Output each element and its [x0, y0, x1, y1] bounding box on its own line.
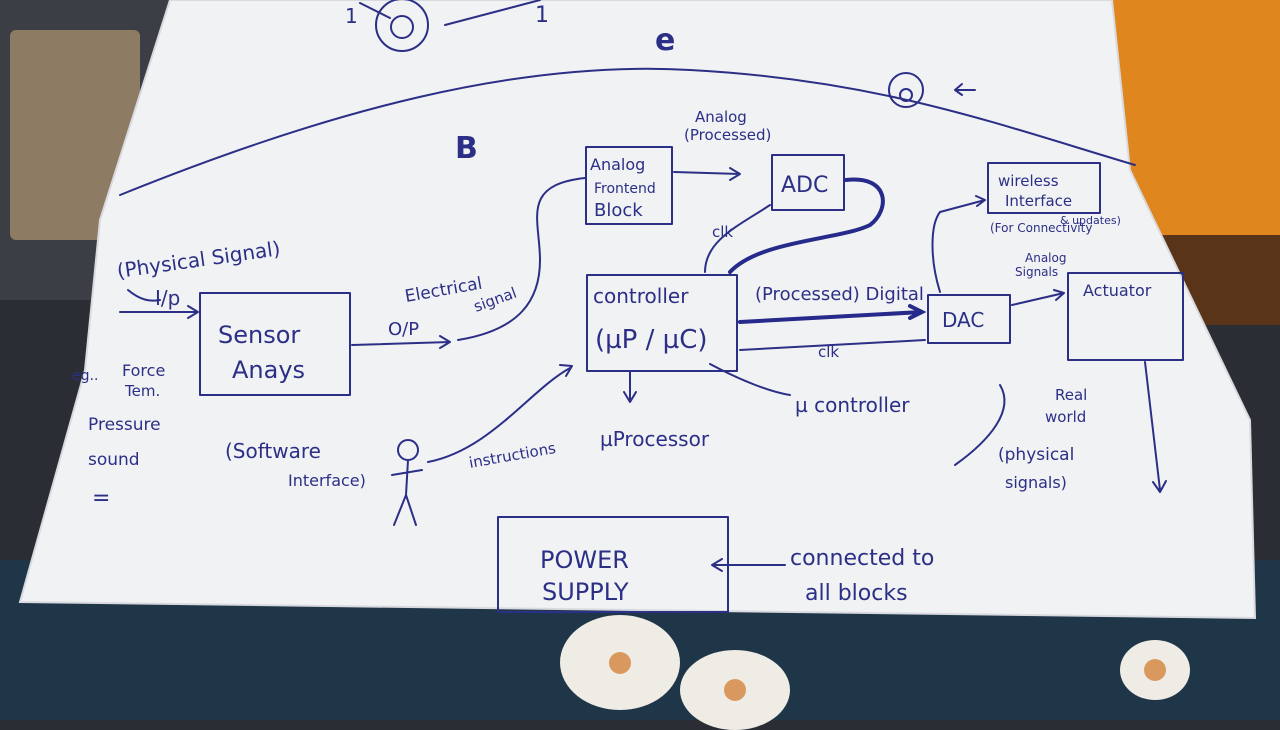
software-interface-line2: Interface) — [288, 471, 366, 490]
real-world-line3: (physical — [998, 445, 1074, 465]
wireless-sub-line2: & updates) — [1060, 214, 1121, 227]
analog-signals-line2: Signals — [1015, 265, 1058, 279]
afe-label-line1: Analog — [590, 155, 645, 174]
actuator-output-arrow — [1144, 361, 1167, 493]
top-letter-e: e — [655, 23, 675, 58]
electrical-signal-path — [457, 177, 586, 341]
arc-arrow-icon — [954, 83, 976, 96]
top-num-left: 1 — [345, 4, 358, 28]
wireless-label-line1: wireless — [998, 172, 1059, 190]
power-label-line1: POWER — [540, 546, 629, 574]
arc-circle-inner-icon — [899, 88, 913, 102]
afe-label-line2: Frontend — [594, 181, 656, 197]
input-arrow — [119, 305, 199, 319]
power-label-line2: SUPPLY — [542, 578, 629, 606]
uprocessor-pointer — [623, 371, 637, 403]
real-world-line1: Real — [1055, 386, 1087, 404]
actuator-label: Actuator — [1083, 281, 1152, 300]
dac-to-actuator-arrow — [1011, 289, 1065, 306]
real-world-line4: signals) — [1005, 473, 1067, 492]
analog-processed-line1: Analog — [695, 108, 747, 126]
uprocessor-label: µProcessor — [600, 427, 710, 451]
adc-block — [771, 154, 845, 211]
ucontroller-pointer — [709, 363, 791, 396]
controller-label-line1: controller — [593, 284, 689, 308]
tem-label: Tem. — [124, 382, 160, 400]
eg-label: eg.. — [72, 368, 98, 384]
fabric-flower — [560, 615, 680, 710]
arc-circle-icon — [888, 72, 924, 108]
top-num-right: 1 — [535, 3, 549, 28]
sensor-array-block — [199, 292, 351, 396]
clk-line-bottom — [739, 339, 926, 351]
ucontroller-label: µ controller — [795, 393, 910, 417]
sound-label: sound — [88, 450, 140, 470]
pressure-label: Pressure — [88, 415, 161, 435]
arc-line — [119, 67, 1136, 196]
op-label: O/P — [388, 319, 419, 340]
connected-line1: connected to — [790, 546, 934, 571]
letter-b: B — [455, 131, 478, 166]
etc-label: = — [92, 486, 110, 511]
clk-bottom-label: clk — [818, 343, 839, 361]
top-circle-icon — [375, 0, 429, 52]
real-world-pointer — [954, 384, 1006, 466]
adc-to-controller-path — [728, 177, 885, 274]
top-line-right — [444, 0, 541, 26]
ip-label: I/p — [155, 286, 180, 310]
actuator-block — [1067, 272, 1184, 361]
wireless-label-line2: Interface — [1005, 192, 1072, 210]
adc-label: ADC — [781, 173, 828, 198]
top-circle-inner-icon — [390, 15, 414, 39]
fabric-flower — [680, 650, 790, 730]
instructions-arrow — [427, 364, 573, 463]
digital-to-dac-arrow — [738, 304, 927, 324]
wireless-arrow — [931, 195, 986, 293]
paper-sheet — [18, 0, 1257, 620]
real-world-line2: world — [1045, 408, 1086, 426]
clk-top-label: clk — [712, 223, 733, 241]
top-line-left — [359, 2, 391, 19]
connected-line2: all blocks — [805, 581, 908, 606]
wireless-sub-line1: (For Connectivity — [990, 221, 1092, 235]
analog-frontend-block — [585, 146, 673, 225]
dac-block — [927, 294, 1011, 344]
processed-digital-label: (Processed) Digital — [755, 284, 924, 305]
controller-block — [586, 274, 738, 372]
dac-label: DAC — [942, 308, 984, 332]
wireless-interface-block — [987, 162, 1101, 214]
sensor-output-arrow — [351, 335, 451, 349]
power-arrow — [711, 558, 786, 572]
afe-label-line3: Block — [594, 200, 643, 221]
clk-line-top — [704, 204, 771, 273]
analog-signals-line1: Analog — [1025, 251, 1066, 265]
sensor-label-line2: Anays — [232, 356, 305, 384]
user-figure-body-icon — [391, 459, 423, 526]
afe-to-adc-arrow — [673, 167, 741, 181]
analog-processed-line2: (Processed) — [684, 126, 771, 144]
force-label: Force — [122, 361, 165, 380]
sensor-label-line1: Sensor — [218, 321, 300, 349]
physical-signal-pointer — [127, 289, 161, 302]
controller-label-line2: (µP / µC) — [595, 325, 708, 355]
fabric-flower — [1120, 640, 1190, 700]
software-interface-line1: (Software — [225, 439, 321, 463]
